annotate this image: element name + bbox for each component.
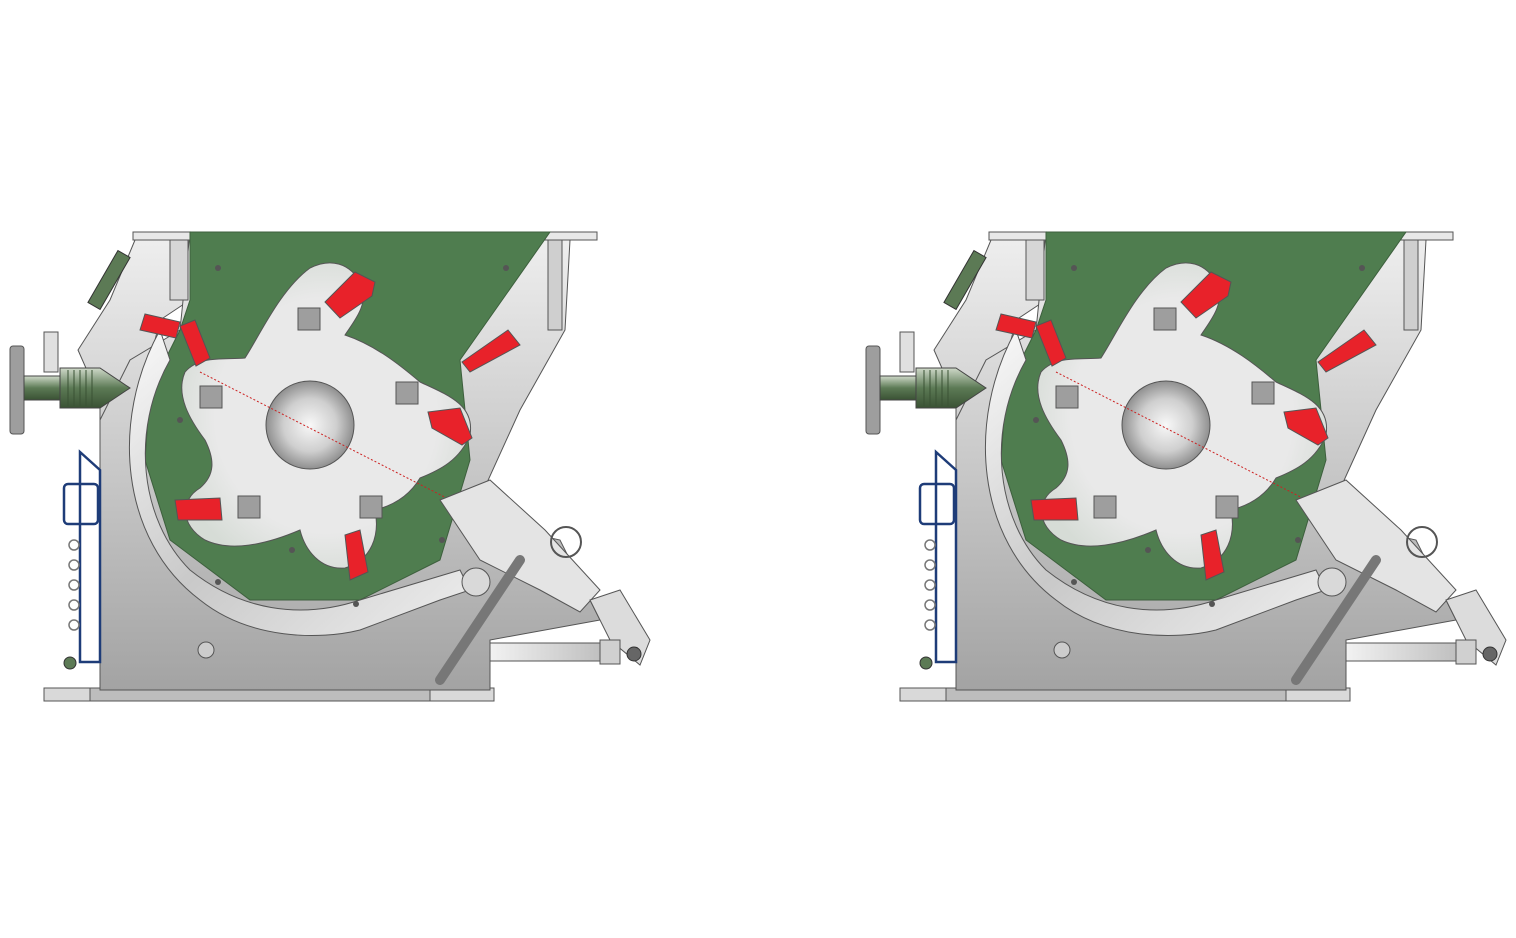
view-right <box>866 232 1506 701</box>
view-left <box>10 232 650 701</box>
